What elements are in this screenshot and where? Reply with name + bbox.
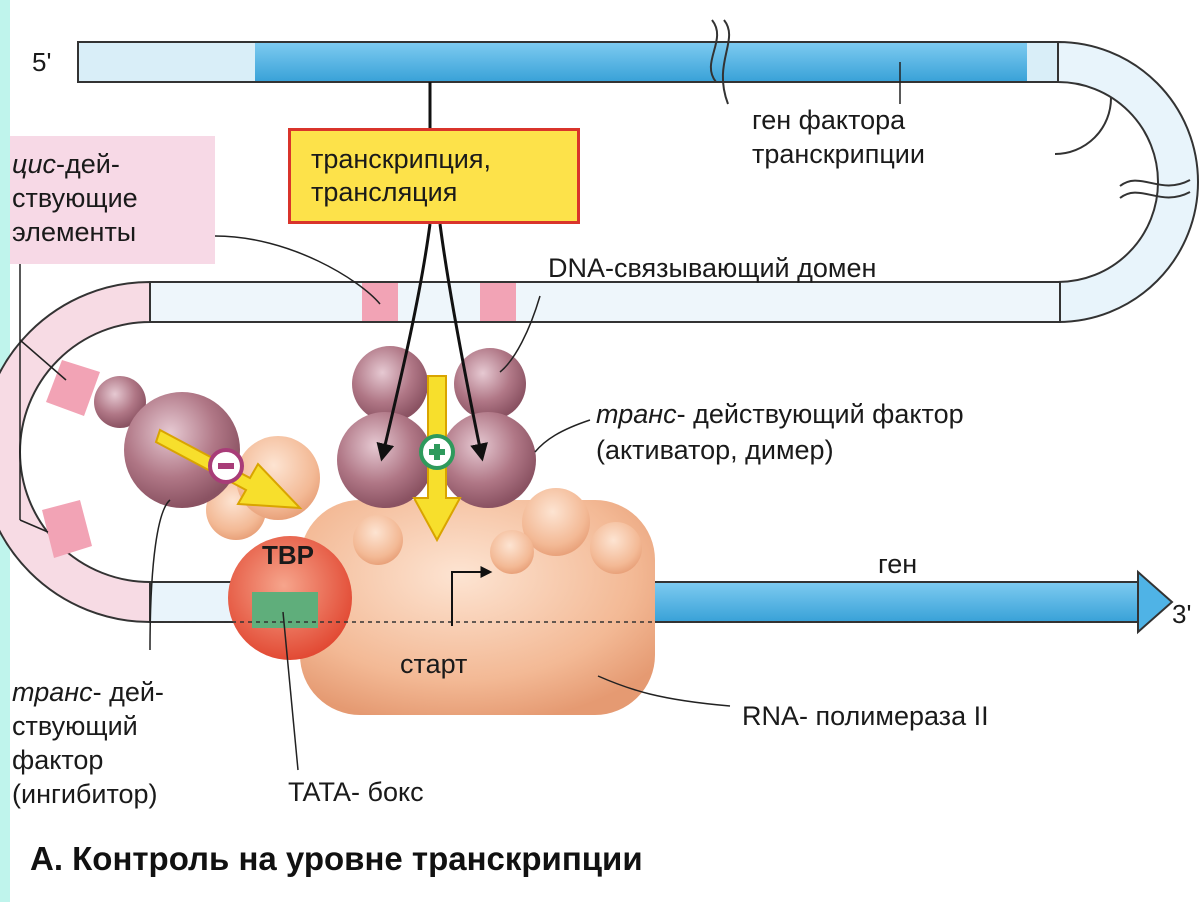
transcription-line-2: трансляция bbox=[311, 176, 577, 209]
transcription-line-1: транскрипция, bbox=[311, 143, 577, 176]
figure-caption: А. Контроль на уровне транскрипции bbox=[30, 840, 643, 878]
tbp-label: TBP bbox=[262, 540, 314, 571]
start-label: старт bbox=[400, 648, 467, 681]
trans-italic-activator: транс bbox=[596, 399, 677, 429]
trans-inhibitor-line-2: ствующий bbox=[12, 710, 138, 743]
tf-gene-line-1: ген фактора bbox=[752, 104, 905, 137]
tata-box-label: TATA- бокс bbox=[288, 776, 424, 809]
trans-activator-rest: - действующий фактор bbox=[677, 399, 964, 429]
trans-inhibitor-line-4: (ингибитор) bbox=[12, 778, 158, 811]
tf-gene-line-2: транскрипции bbox=[752, 138, 925, 171]
cis-line-1: цис-дей- bbox=[12, 148, 120, 181]
cis-italic: цис bbox=[12, 149, 56, 179]
trans-inhibitor-rest: - дей- bbox=[93, 677, 164, 707]
trans-italic-inhibitor: транс bbox=[12, 677, 93, 707]
cis-line-2: ствующие bbox=[12, 182, 138, 215]
dna-binding-domain-label: DNA-связывающий домен bbox=[548, 252, 876, 285]
trans-activator-line-2: (активатор, димер) bbox=[596, 434, 834, 467]
rna-polymerase-label: RNA- полимераза II bbox=[742, 700, 989, 733]
three-prime-label: 3' bbox=[1172, 598, 1191, 631]
cis-line-1-rest: -дей- bbox=[56, 149, 120, 179]
cis-line-3: элементы bbox=[12, 216, 136, 249]
trans-inhibitor-line-1: транс- дей- bbox=[12, 676, 164, 709]
gene-label: ген bbox=[878, 548, 917, 581]
transcription-box: транскрипция, трансляция bbox=[288, 128, 580, 224]
five-prime-label: 5' bbox=[32, 46, 51, 79]
trans-activator-line-1: транс- действующий фактор bbox=[596, 398, 964, 431]
trans-inhibitor-line-3: фактор bbox=[12, 744, 103, 777]
